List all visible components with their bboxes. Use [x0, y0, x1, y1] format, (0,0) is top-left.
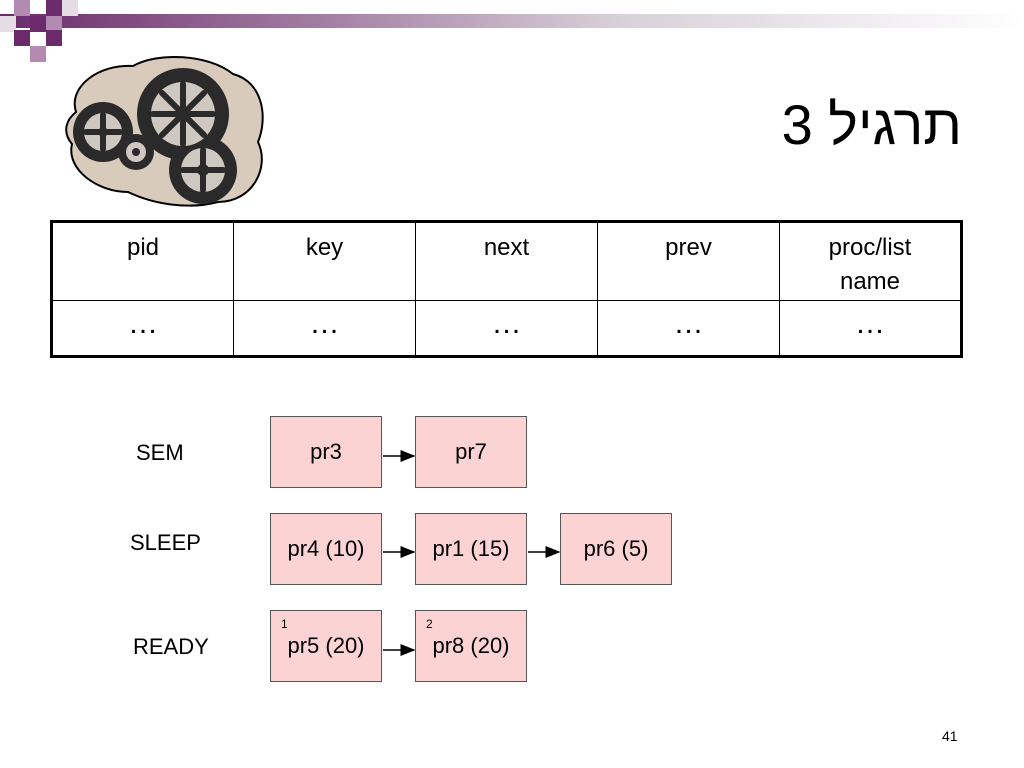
page-number: 41	[942, 728, 958, 744]
list-node: pr4 (10)	[270, 513, 382, 585]
list-node: 1 pr5 (20)	[270, 610, 382, 682]
table-header-cell: pid	[51, 221, 234, 301]
header-band	[0, 14, 1024, 28]
list-label-ready: READY	[133, 634, 209, 659]
list-label-sem: SEM	[136, 440, 184, 465]
gears-icon	[65, 56, 264, 207]
node-label: pr8 (20)	[432, 633, 510, 658]
table-cell: …	[597, 300, 780, 357]
node-label: pr7	[455, 439, 487, 464]
node-index: 2	[426, 617, 433, 631]
node-label: pr5 (20)	[287, 633, 365, 658]
list-node: pr1 (15)	[415, 513, 527, 585]
node-index: 1	[281, 617, 288, 631]
table-header-cell: key	[233, 221, 416, 301]
table-cell: …	[51, 300, 234, 357]
node-label: pr3	[310, 439, 342, 464]
table-row: … … … … …	[51, 300, 962, 357]
table-header-cell: prev	[597, 221, 780, 301]
list-node: pr6 (5)	[560, 513, 672, 585]
node-label: pr1 (15)	[432, 536, 510, 561]
list-node: pr7	[415, 416, 527, 488]
node-label: pr4 (10)	[287, 536, 365, 561]
table-cell: …	[415, 300, 598, 357]
table-header-cell: next	[415, 221, 598, 301]
list-node: pr3	[270, 416, 382, 488]
table-header-row: pid key next prev proc/list name	[51, 221, 962, 301]
fields-table: pid key next prev proc/list name … … … ……	[50, 220, 963, 358]
table-cell: …	[233, 300, 416, 357]
table-header-cell: proc/list name	[779, 221, 962, 301]
list-node: 2 pr8 (20)	[415, 610, 527, 682]
corner-squares-decoration	[0, 0, 80, 62]
node-label: pr6 (5)	[583, 536, 649, 561]
list-label-sleep: SLEEP	[130, 530, 201, 555]
slide-title: תרגיל 3	[781, 93, 962, 156]
table-cell: …	[779, 300, 962, 357]
